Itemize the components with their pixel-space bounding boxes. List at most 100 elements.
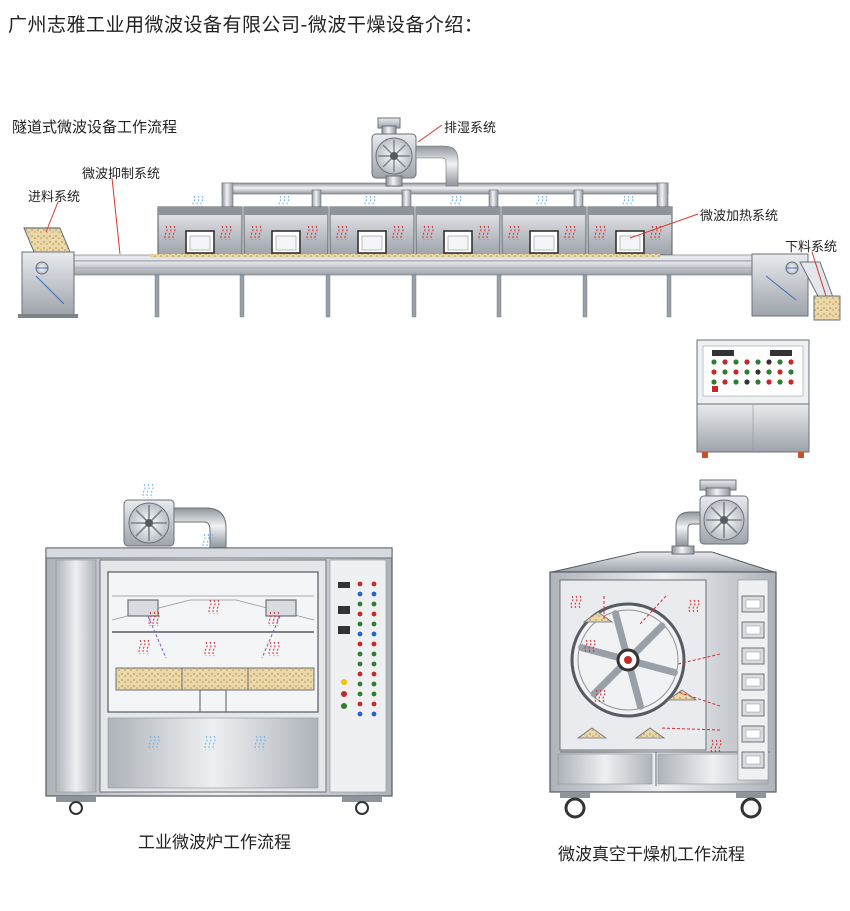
wave-line — [588, 639, 592, 653]
cabinet-indicator — [744, 369, 750, 375]
module-top-band — [502, 207, 586, 215]
wave-line — [602, 225, 606, 241]
wave-line — [196, 195, 200, 207]
wave-line — [164, 225, 168, 241]
wave-line — [272, 641, 276, 657]
wave-line — [276, 641, 280, 657]
microwave-beam — [639, 595, 667, 625]
cabinet-indicator — [733, 359, 739, 365]
wave-line — [340, 225, 344, 241]
oven-indicator — [371, 641, 377, 647]
wave-line — [486, 225, 490, 241]
wave-line — [152, 735, 156, 751]
wave-line — [658, 225, 662, 241]
cabinet-indicator — [722, 369, 728, 375]
material-tray — [634, 727, 666, 739]
oven-indicator — [357, 661, 363, 667]
wave-line — [688, 599, 692, 613]
oven-indicator — [371, 591, 377, 597]
module-top-band — [244, 207, 328, 215]
cabinet-indicator — [777, 379, 783, 385]
cabinet-indicator — [722, 359, 728, 365]
oven-indicator — [357, 711, 363, 717]
wave-line — [598, 689, 602, 703]
wave-line — [516, 225, 520, 241]
oven-indicator — [357, 651, 363, 657]
module-top-band — [330, 207, 414, 215]
cabinet-emergency-button — [712, 386, 718, 392]
oven-indicator — [371, 601, 377, 607]
wave-line — [202, 533, 206, 549]
magnetron-box-inner — [745, 729, 761, 739]
material-tray — [666, 689, 698, 701]
tunnel-title: 隧道式微波设备工作流程 — [12, 118, 178, 136]
oven-indicator — [371, 621, 377, 627]
microwave-beam — [677, 653, 721, 665]
cabinet-indicator — [711, 369, 717, 375]
wave-line — [512, 225, 516, 241]
cabinet-indicator — [711, 359, 717, 365]
cabinet-indicator — [733, 369, 739, 375]
cabinet-indicator — [766, 359, 772, 365]
wave-line — [212, 735, 216, 751]
oven-indicator — [371, 661, 377, 667]
cabinet-indicator — [777, 359, 783, 365]
wave-line — [272, 611, 276, 627]
wave-line — [598, 225, 602, 241]
wave-line — [392, 225, 396, 241]
wave-line — [150, 483, 154, 499]
wave-line — [710, 739, 714, 753]
wave-line — [268, 611, 272, 627]
wave-line — [430, 225, 434, 241]
oven-caption: 工业微波炉工作流程 — [138, 833, 291, 853]
wave-line — [422, 225, 426, 241]
wave-line — [450, 195, 454, 207]
label-suppression-system: 微波抑制系统 — [82, 167, 161, 182]
cabinet-indicator — [711, 379, 717, 385]
cabinet-indicator — [744, 359, 750, 365]
cabinet-indicator — [766, 379, 772, 385]
microwave-beam — [147, 615, 281, 659]
wave-line — [250, 225, 254, 241]
wave-line — [282, 195, 286, 207]
wave-line — [426, 225, 430, 241]
wave-line — [212, 599, 216, 615]
oven-indicator — [357, 631, 363, 637]
oven-indicator — [357, 581, 363, 587]
oven-indicator — [371, 651, 377, 657]
wave-line — [364, 195, 368, 207]
wave-line — [148, 735, 152, 751]
cabinet-indicator — [755, 379, 761, 385]
wave-line — [622, 195, 626, 207]
wave-line — [400, 225, 404, 241]
control-cabinet — [696, 339, 810, 458]
wave-line — [594, 225, 598, 241]
wave-line — [208, 599, 212, 615]
wave-line — [568, 225, 572, 241]
wave-line — [454, 195, 458, 207]
cabinet-indicator — [755, 369, 761, 375]
cabinet-indicator — [722, 379, 728, 385]
oven-indicator — [357, 701, 363, 707]
oven-indicator — [341, 703, 347, 709]
module-window-inner — [533, 235, 555, 251]
magnetron-box-inner — [745, 703, 761, 713]
cabinet-indicator — [733, 379, 739, 385]
vacuum-dryer — [549, 479, 777, 819]
material-tray — [582, 611, 614, 623]
wave-line — [458, 195, 462, 207]
wave-line — [594, 689, 598, 703]
wave-line — [310, 225, 314, 241]
wave-line — [714, 739, 718, 753]
wave-line — [168, 225, 172, 241]
microwave-beam — [659, 727, 721, 731]
wave-line — [206, 533, 210, 549]
cabinet-indicator — [777, 369, 783, 375]
oven-indicator — [341, 691, 347, 697]
wave-line — [172, 225, 176, 241]
wave-line — [146, 483, 150, 499]
wave-line — [254, 225, 258, 241]
wave-line — [156, 611, 160, 627]
oven-indicator — [371, 671, 377, 677]
